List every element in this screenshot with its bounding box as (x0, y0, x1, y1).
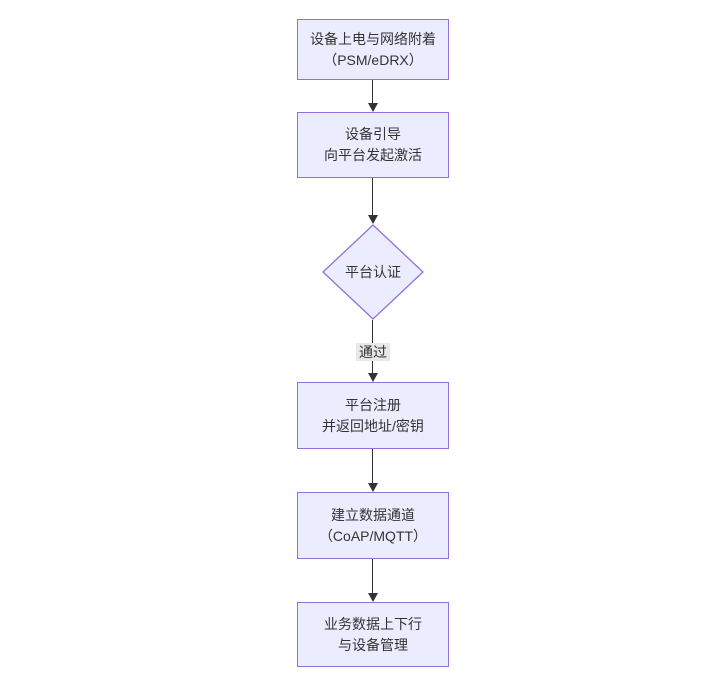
flow-arrow-2-line (372, 178, 373, 216)
arrowhead-down-icon (368, 215, 378, 224)
flow-node-platform-register: 平台注册 并返回地址/密钥 (297, 382, 449, 449)
flow-node-data-channel: 建立数据通道 （CoAP/MQTT） (297, 492, 449, 559)
arrowhead-down-icon (368, 593, 378, 602)
node-text-line: 设备上电与网络附着 (310, 30, 436, 47)
flow-arrow-1-line (372, 80, 373, 104)
node-text-line: 与设备管理 (338, 636, 408, 653)
flow-node-device-power-attach: 设备上电与网络附着 （PSM/eDRX） (297, 19, 449, 80)
node-text-line: 建立数据通道 (331, 506, 415, 523)
diamond-shape (322, 224, 424, 320)
node-text-line: 向平台发起激活 (324, 147, 422, 163)
arrowhead-down-icon (368, 373, 378, 382)
arrowhead-down-icon (368, 103, 378, 112)
flow-arrow-4-line (372, 449, 373, 484)
flow-node-business-data: 业务数据上下行 与设备管理 (297, 602, 449, 667)
node-text-line: 并返回地址/密钥 (322, 417, 424, 434)
node-text-line: 平台认证 (345, 263, 401, 280)
node-text-line: 平台注册 (345, 396, 401, 413)
arrowhead-down-icon (368, 483, 378, 492)
node-text-line: 业务数据上下行 (324, 615, 422, 632)
flow-node-platform-auth-decision: 平台认证 (322, 224, 424, 320)
node-text-line: 设备引导 (345, 126, 401, 142)
flow-node-device-bootstrap: 设备引导 向平台发起激活 (297, 112, 449, 178)
node-text-line: （PSM/eDRX） (323, 51, 423, 68)
node-text-line: （CoAP/MQTT） (318, 527, 428, 544)
edge-label-pass: 通过 (356, 343, 390, 361)
flow-arrow-5-line (372, 559, 373, 594)
